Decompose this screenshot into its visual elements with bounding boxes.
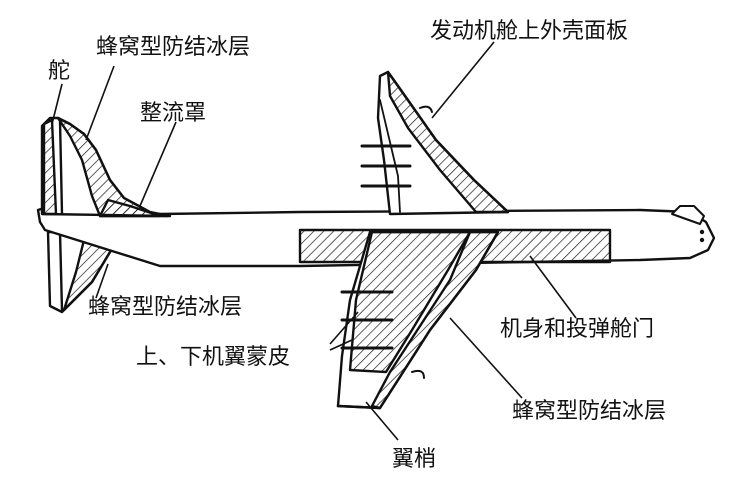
rudder [42,118,58,216]
label-honeycomb-wing: 蜂窝型防结冰层 [512,399,667,424]
leader-wing-skin-2 [329,339,353,351]
label-fairing: 整流罩 [140,101,207,126]
leader-lines [51,41,577,441]
label-honeycomb-tail-top: 蜂窝型防结冰层 [96,35,251,60]
leader-wingtip [365,401,399,441]
leader-fairing [139,121,177,207]
leader-rudder [51,83,63,125]
nacelle-upper-skin-panel [386,70,510,214]
label-wingtip: 翼梢 [392,447,437,472]
leader-fuselage-door [529,255,577,319]
label-nacelle-panel: 发动机舱上外壳面板 [430,19,629,44]
label-honeycomb-tail-bottom: 蜂窝型防结冰层 [88,295,243,320]
leader-honeycomb-tail-top [85,65,115,141]
label-wing-skin: 上、下机翼蒙皮 [136,345,291,370]
leader-wing-skin-1 [329,311,359,345]
leader-nacelle-panel [431,41,495,119]
label-rudder: 舵 [48,59,71,84]
leader-honeycomb-tail-bottom [95,263,109,299]
label-fuselage-bomb-door: 机身和投弹舱门 [500,317,655,342]
leader-honeycomb-wing [449,317,523,399]
fairing [98,198,162,218]
